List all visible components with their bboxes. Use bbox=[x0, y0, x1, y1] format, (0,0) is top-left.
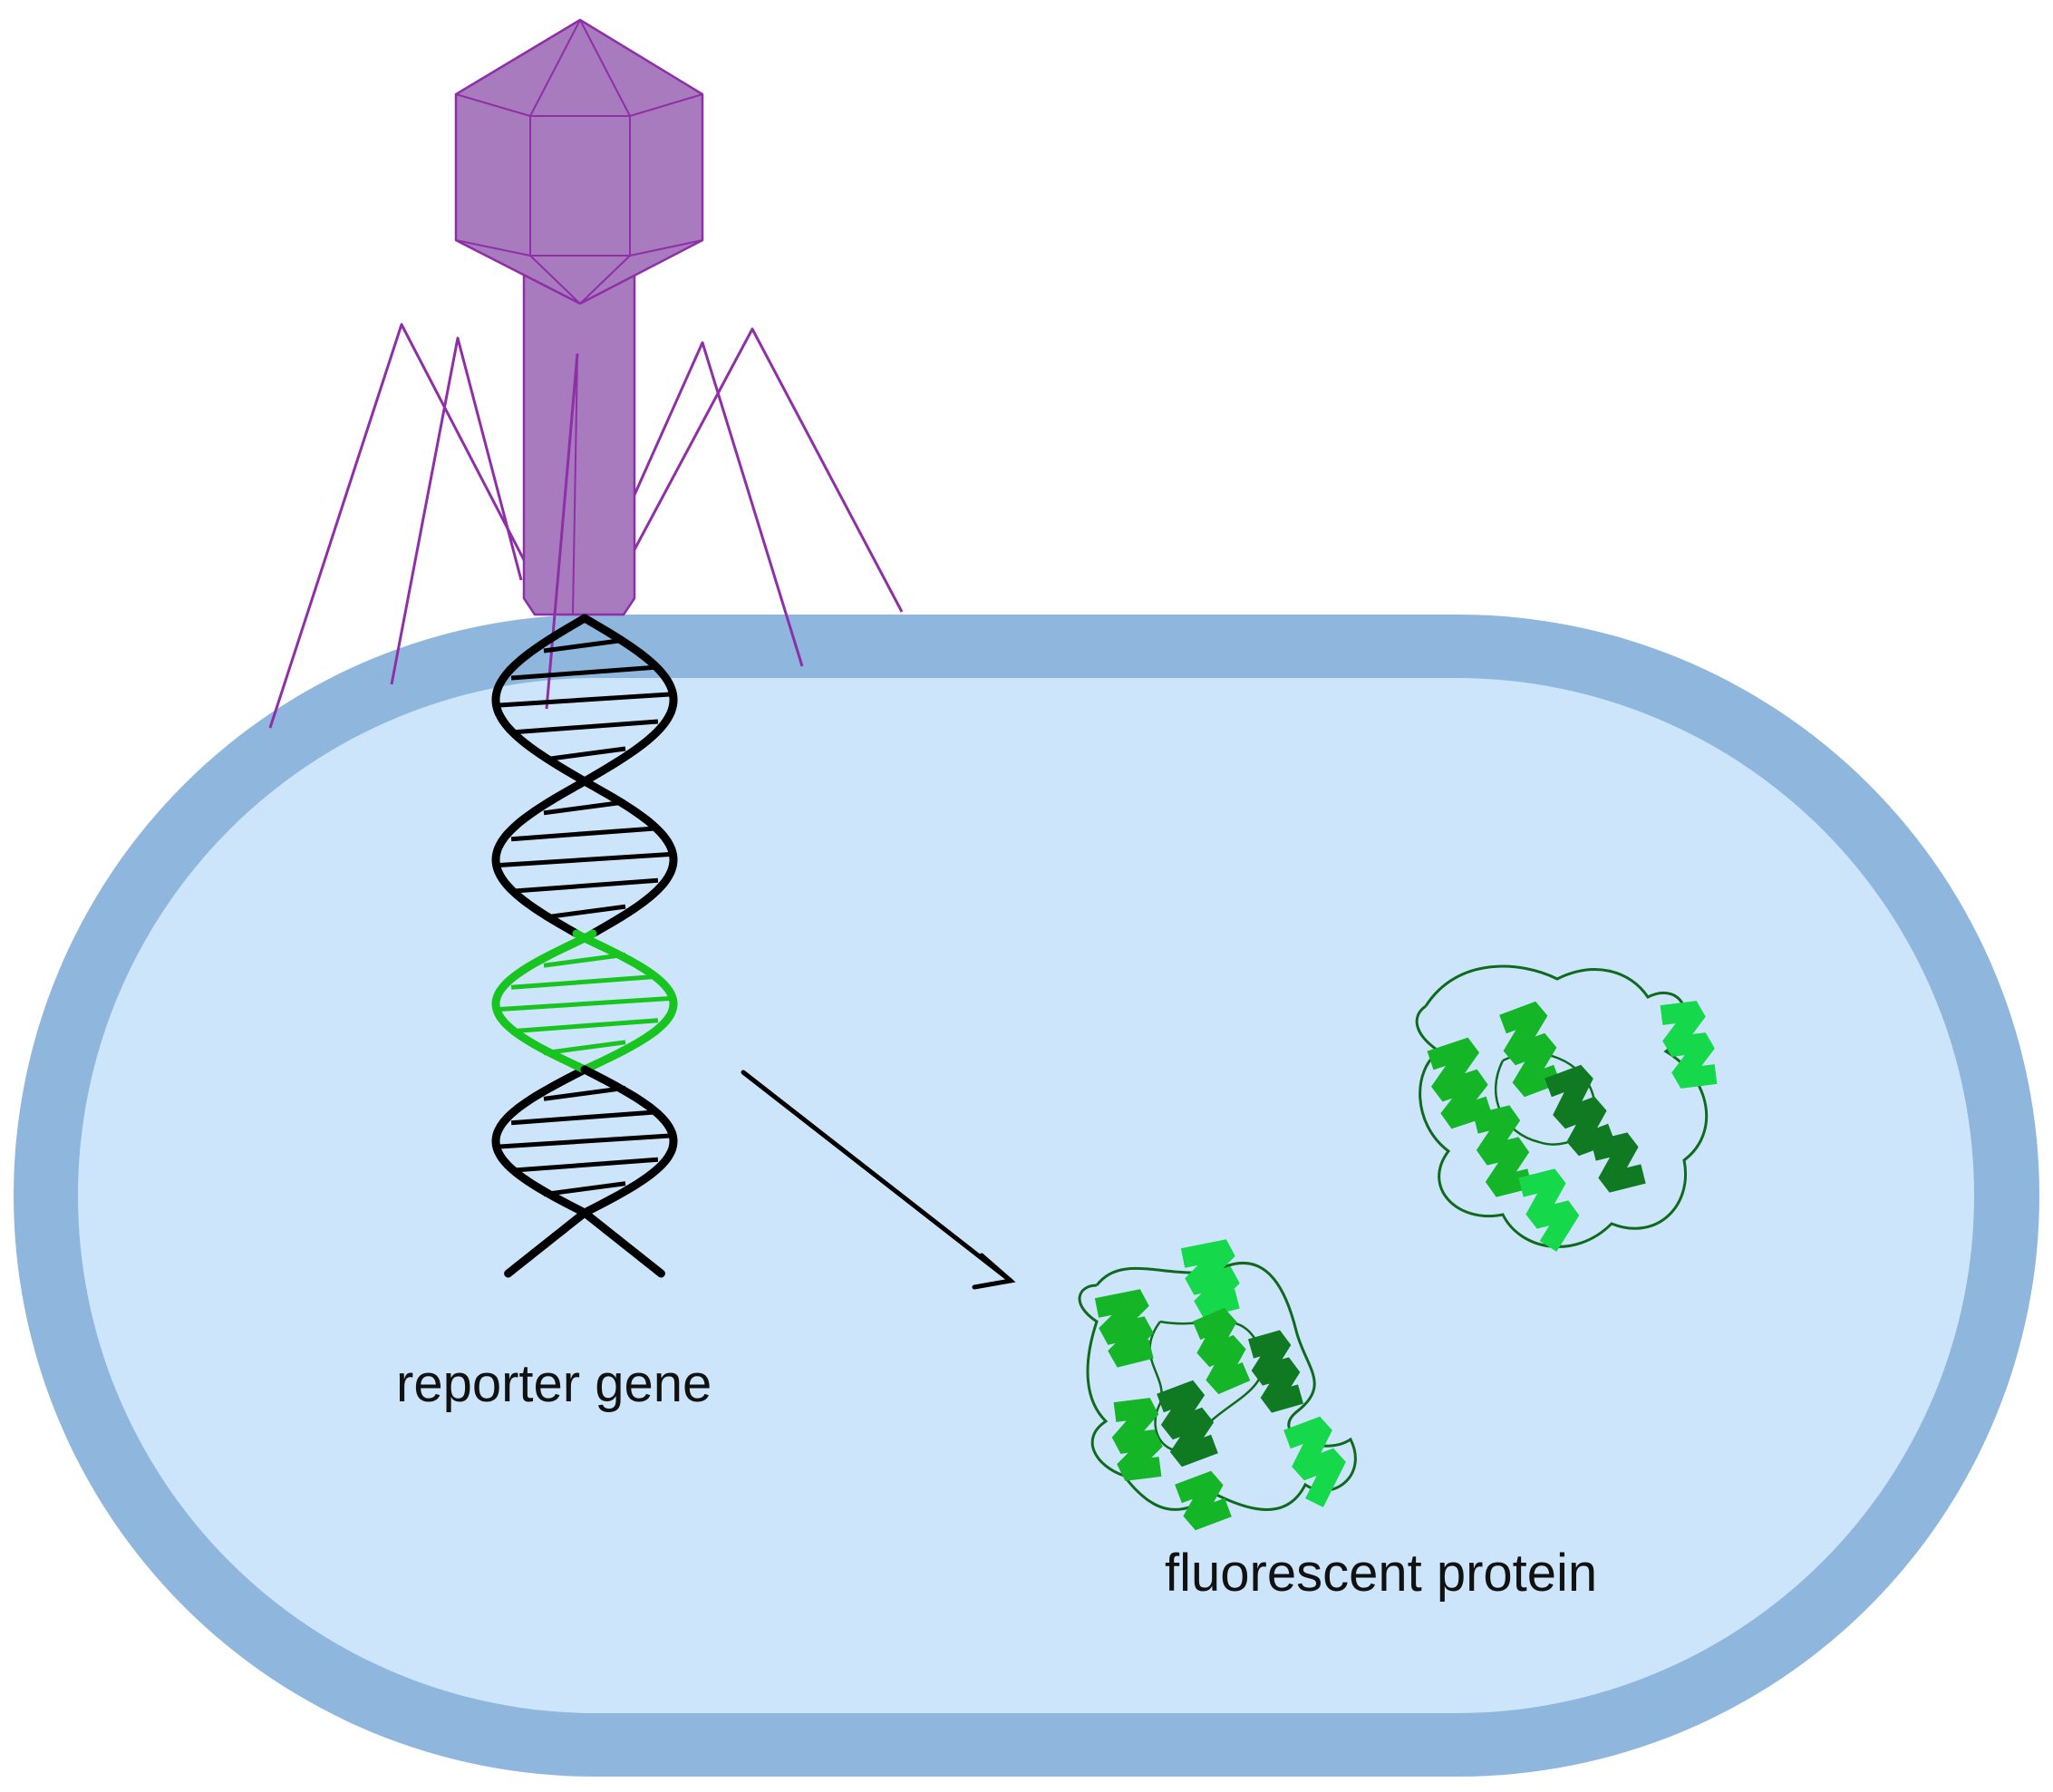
dna-base-pair bbox=[510, 826, 659, 842]
dna-base-pair bbox=[499, 1133, 671, 1149]
helix-segment bbox=[1247, 1330, 1304, 1413]
tail-fiber bbox=[390, 336, 523, 685]
dna-strand bbox=[491, 614, 678, 938]
dna-base-pair bbox=[543, 1181, 626, 1197]
helix-segment bbox=[1427, 1037, 1493, 1129]
reporter-base-pair bbox=[510, 1018, 659, 1034]
dna-base-pair bbox=[543, 904, 626, 920]
dna-base-pair bbox=[543, 637, 626, 654]
helix-segment bbox=[1518, 1168, 1580, 1252]
dna-base-pair bbox=[510, 719, 659, 735]
helix-segment bbox=[1180, 1239, 1240, 1318]
dna-strand bbox=[491, 614, 678, 938]
protein-ribbon-icon bbox=[1415, 964, 1718, 1252]
helix-segment bbox=[1094, 1289, 1154, 1368]
reporter-gene-strand bbox=[572, 929, 678, 1074]
helix-segment bbox=[1499, 1001, 1561, 1098]
dna-base-pair bbox=[543, 1085, 626, 1101]
reporter-gene-label: reporter gene bbox=[396, 1354, 712, 1413]
dna-base-pair bbox=[510, 1157, 659, 1173]
cytoplasm bbox=[78, 678, 1974, 1713]
bacteriophage-icon bbox=[268, 18, 904, 729]
dna-helix-icon bbox=[491, 614, 678, 1278]
fluorescent-protein-label: fluorescent protein bbox=[1165, 1544, 1597, 1603]
reporter-base-pair bbox=[543, 1040, 626, 1056]
helix-segment bbox=[1545, 1064, 1615, 1157]
dna-base-pair bbox=[543, 746, 626, 762]
dna-base-pair bbox=[499, 692, 671, 708]
helix-segment bbox=[1175, 1470, 1232, 1531]
arrow-head bbox=[972, 1253, 1016, 1290]
tail-fiber bbox=[616, 327, 904, 613]
reporter-base-pair bbox=[510, 973, 659, 990]
bacterial-cell bbox=[14, 615, 2039, 1777]
helix-segment bbox=[1660, 1001, 1718, 1089]
protein-ribbon-icon bbox=[1078, 1239, 1357, 1531]
helix-segment bbox=[1157, 1380, 1218, 1468]
tail-fiber bbox=[268, 323, 546, 729]
helix-segment bbox=[1473, 1105, 1533, 1197]
dna-base-pair bbox=[499, 852, 671, 867]
helix-segment bbox=[1283, 1416, 1346, 1507]
helix-segment bbox=[1111, 1398, 1163, 1481]
dna-strand bbox=[504, 1065, 678, 1278]
tail-center-line bbox=[572, 353, 578, 615]
dna-strand bbox=[491, 1065, 665, 1278]
dna-base-pair bbox=[510, 1109, 659, 1126]
reporter-base-pair bbox=[499, 996, 671, 1012]
dna-base-pair bbox=[510, 877, 659, 894]
phage-head bbox=[454, 18, 704, 305]
protein-coil bbox=[1415, 964, 1709, 1248]
helix-segment bbox=[1192, 1307, 1251, 1395]
arrow-shaft bbox=[741, 1070, 1013, 1283]
arrow-icon bbox=[741, 1070, 1016, 1290]
helix-segment bbox=[1591, 1132, 1646, 1193]
reporter-base-pair bbox=[543, 952, 626, 968]
head-facets bbox=[455, 19, 703, 305]
dna-base-pair bbox=[543, 799, 626, 816]
phage-tail bbox=[522, 263, 636, 616]
dna-base-pair bbox=[510, 664, 659, 681]
reporter-gene-strand bbox=[491, 929, 597, 1074]
